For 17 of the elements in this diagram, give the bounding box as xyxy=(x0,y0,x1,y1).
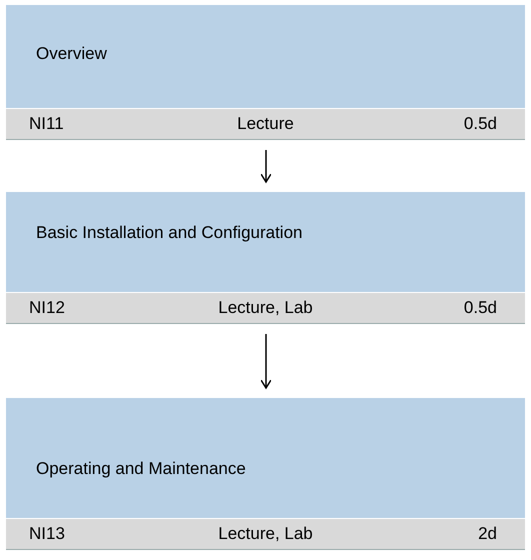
course-format: Lecture, Lab xyxy=(218,298,313,318)
arrow xyxy=(260,334,272,389)
course-format: Lecture xyxy=(237,114,294,134)
course-title: Overview xyxy=(36,43,108,64)
arrow xyxy=(260,150,272,183)
course-duration: 0.5d xyxy=(464,114,497,134)
course-box xyxy=(6,5,525,140)
course-code: NI13 xyxy=(29,524,65,544)
course-duration: 0.5d xyxy=(464,298,497,318)
course-code: NI12 xyxy=(29,298,65,318)
course-code: NI11 xyxy=(29,114,64,134)
course-box xyxy=(6,398,525,550)
course-box xyxy=(6,192,525,324)
course-duration: 2d xyxy=(478,524,497,544)
course-title: Operating and Maintenance xyxy=(36,458,247,479)
course-format: Lecture, Lab xyxy=(218,524,313,544)
course-title: Basic Installation and Configuration xyxy=(36,222,304,243)
